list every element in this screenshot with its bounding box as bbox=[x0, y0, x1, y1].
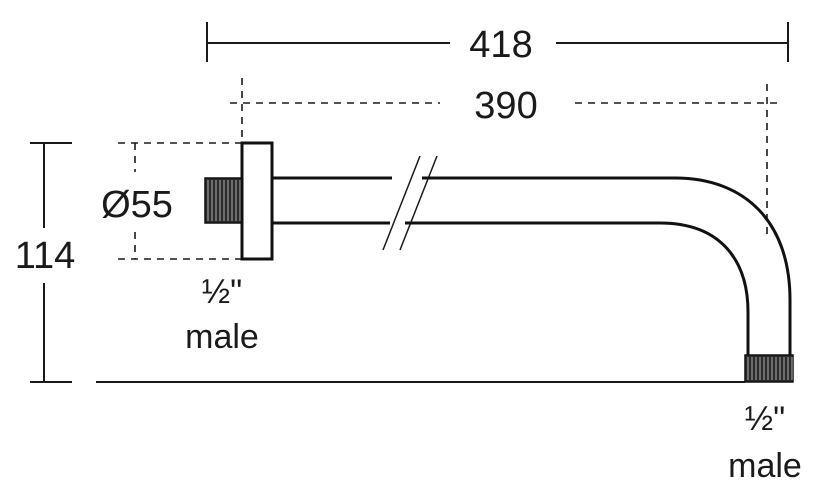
arm-tube-inner-edge bbox=[272, 221, 750, 355]
outlet-thread-lines bbox=[747, 357, 793, 380]
dim-dia-label: Ø55 bbox=[101, 184, 173, 226]
inlet-thread bbox=[204, 177, 243, 224]
arm-tube bbox=[272, 150, 792, 355]
wall-flange bbox=[240, 141, 274, 261]
break-line-left bbox=[382, 155, 421, 251]
dimension-418: 418 bbox=[206, 22, 789, 66]
break-line-right bbox=[399, 155, 438, 251]
dimension-114: 114 bbox=[15, 142, 745, 383]
dim-390-label: 390 bbox=[474, 85, 537, 127]
dimension-diameter: Ø55 bbox=[101, 142, 245, 260]
inlet-connection-label: ½" male bbox=[185, 273, 259, 356]
inlet-thread-lines bbox=[207, 180, 241, 221]
outlet-connection-label: ½" male bbox=[728, 400, 802, 485]
outlet-type-label: male bbox=[728, 447, 802, 485]
arm-tube-outer-edge bbox=[272, 176, 792, 355]
inlet-type-label: male bbox=[185, 318, 259, 356]
outlet-size-label: ½" bbox=[745, 400, 785, 438]
inlet-size-label: ½" bbox=[202, 273, 242, 311]
break-gap bbox=[382, 150, 438, 252]
outlet-thread bbox=[744, 354, 794, 383]
dim-114-label: 114 bbox=[15, 235, 76, 277]
dimension-390: 390 bbox=[230, 78, 782, 240]
dim-418-label: 418 bbox=[469, 24, 532, 66]
